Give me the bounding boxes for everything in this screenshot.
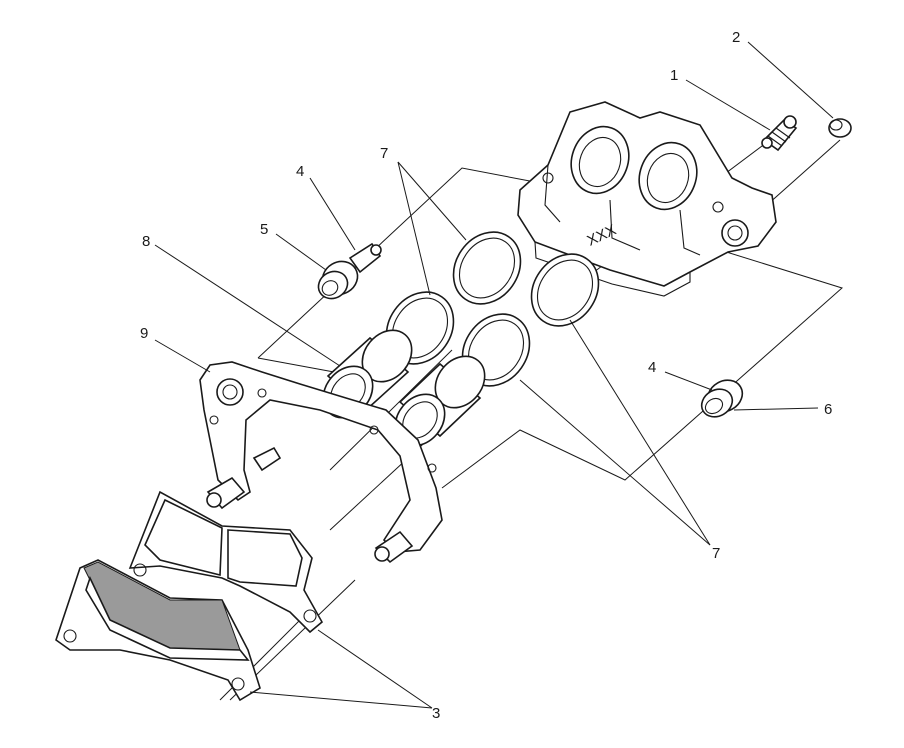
callout-4-left: 4 [296,163,304,180]
bleeder-cap [828,118,852,138]
callout-7-top: 7 [380,145,388,162]
callout-leaders [154,41,834,709]
brake-pad-inner [128,490,324,634]
callout-7-bottom: 7 [712,545,720,562]
pad-carrier-bracket [199,361,443,564]
callout-1: 1 [670,67,678,84]
callout-labels: 1 2 3 4 4 5 6 7 7 8 9 [140,29,832,722]
callout-2: 2 [732,29,740,46]
callout-6: 6 [824,401,832,418]
caliper-body: XXX [517,101,777,297]
pin-boot-right [700,379,744,418]
callout-5: 5 [260,221,268,238]
callout-8: 8 [142,233,150,250]
brake-pad-outer [55,559,261,702]
callout-4-right: 4 [648,359,656,376]
pin-boot-left [317,260,359,300]
callout-3: 3 [432,705,440,722]
bleeder-screw [761,115,798,152]
slide-pin-left [348,242,382,274]
callout-9: 9 [140,325,148,342]
